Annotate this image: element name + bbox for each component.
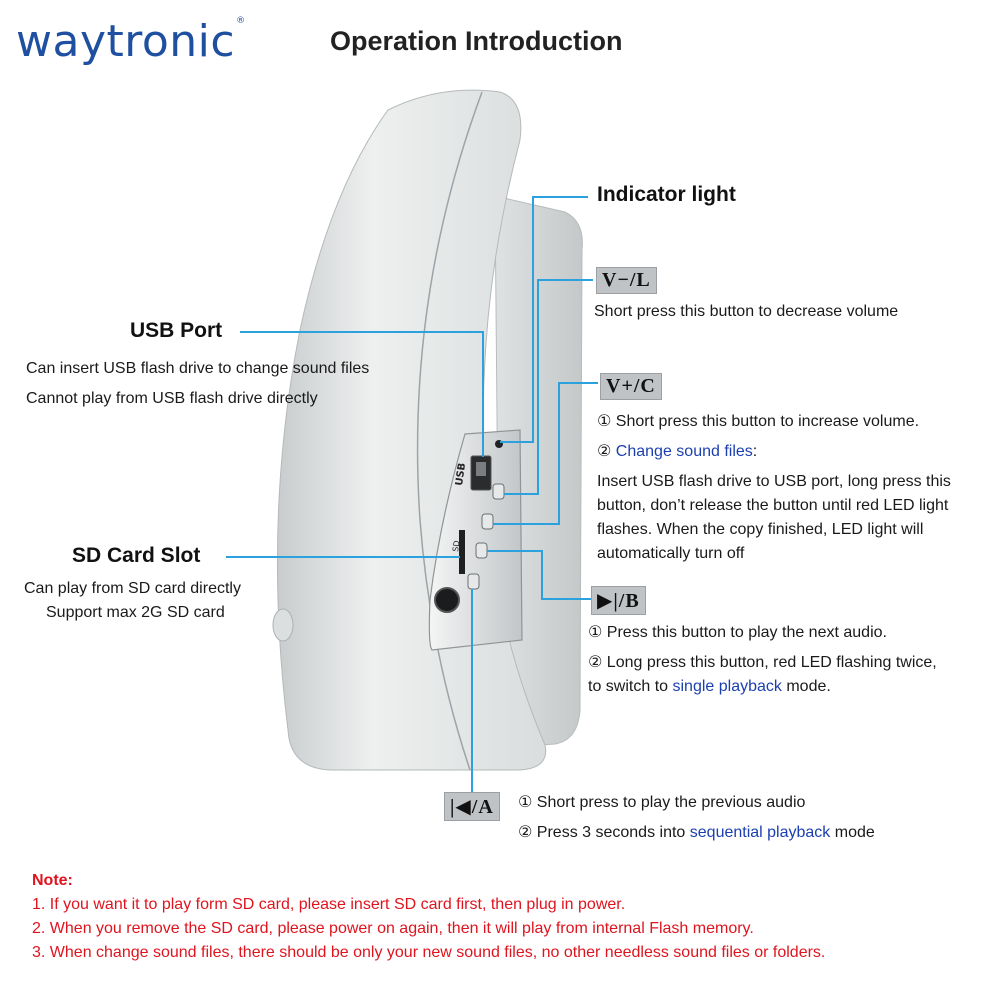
b-item3-highlight: single playback	[672, 678, 782, 695]
note-line-3: 3. When change sound files, there should…	[32, 944, 826, 961]
sd-slot-line2: Support max 2G SD card	[46, 604, 225, 621]
vc-item1: ① Short press this button to increase vo…	[597, 413, 920, 430]
audio-jack	[434, 587, 460, 613]
usb-port-line1: Can insert USB flash drive to change sou…	[26, 360, 370, 377]
button-label-b: ▶|/B	[591, 586, 646, 615]
side-knob	[272, 608, 294, 642]
callout-line-vl-v	[537, 279, 539, 494]
b-item2: ② Long press this button, red LED flashi…	[588, 654, 937, 671]
callout-line-vl-h	[537, 279, 593, 281]
callout-line-indicator-end	[500, 441, 534, 443]
panel-button-b	[475, 542, 488, 559]
sd-slot-line1: Can play from SD card directly	[24, 580, 241, 597]
callout-line-indicator-h	[532, 196, 588, 198]
callout-line-b-v	[541, 550, 543, 600]
svg-text:SD: SD	[451, 540, 461, 552]
vc-para-line: automatically turn off	[597, 545, 745, 562]
vc-para-line: Insert USB flash drive to USB port, long…	[597, 473, 951, 490]
callout-line-b-end	[541, 598, 593, 600]
a-item1: ① Short press to play the previous audio	[518, 794, 806, 811]
vl-description: Short press this button to decrease volu…	[594, 303, 899, 320]
button-label-vc: V+/C	[600, 373, 662, 400]
a-item2: ② Press 3 seconds into sequential playba…	[518, 824, 875, 841]
indicator-light-label: Indicator light	[597, 183, 736, 206]
button-label-vl: V−/L	[596, 267, 657, 294]
callout-line-vl-end	[504, 493, 539, 495]
panel-button-a	[467, 573, 480, 590]
usb-port-label: USB Port	[130, 319, 223, 342]
b-item3: to switch to single playback mode.	[588, 678, 831, 695]
note-line-2: 2. When you remove the SD card, please p…	[32, 920, 754, 937]
control-panel: USB SD	[428, 429, 523, 651]
vc-paragraph: Insert USB flash drive to USB port, long…	[597, 470, 995, 566]
vc-para-line: button, don’t release the button until r…	[597, 497, 949, 514]
note-title: Note:	[32, 872, 73, 889]
callout-line-b-h	[487, 550, 543, 552]
sd-card-slot	[459, 530, 465, 574]
callout-line-usb-h	[240, 331, 484, 333]
callout-line-vc-end	[493, 523, 560, 525]
vc-para-line: flashes. When the copy finished, LED lig…	[597, 521, 924, 538]
b-item1: ① Press this button to play the next aud…	[588, 624, 887, 641]
usb-port-line2: Cannot play from USB flash drive directl…	[26, 390, 318, 407]
note-line-1: 1. If you want it to play form SD card, …	[32, 896, 626, 913]
logo-text: waytronic	[16, 16, 236, 67]
callout-line-vc-h	[558, 382, 598, 384]
vc-item2: ② Change sound files:	[597, 443, 758, 460]
sd-slot-label: SD Card Slot	[72, 544, 201, 567]
callout-line-vc-v	[558, 382, 560, 524]
page-title: Operation Introduction	[330, 26, 623, 56]
device-seam-line	[416, 91, 483, 771]
svg-text:USB: USB	[454, 462, 468, 486]
callout-line-usb-v	[482, 331, 484, 457]
panel-button-vl	[492, 483, 505, 500]
callout-line-indicator-v	[532, 196, 534, 442]
button-label-a: |◀/A	[444, 792, 500, 821]
callout-line-a-v	[471, 589, 473, 792]
brand-logo: waytronic®	[16, 16, 246, 67]
vc-item2-highlight: Change sound files	[615, 443, 753, 460]
logo-registered-mark: ®	[236, 16, 246, 26]
a-item2-highlight: sequential playback	[689, 824, 831, 841]
panel-button-vc	[481, 513, 494, 530]
callout-line-sd	[226, 556, 460, 558]
